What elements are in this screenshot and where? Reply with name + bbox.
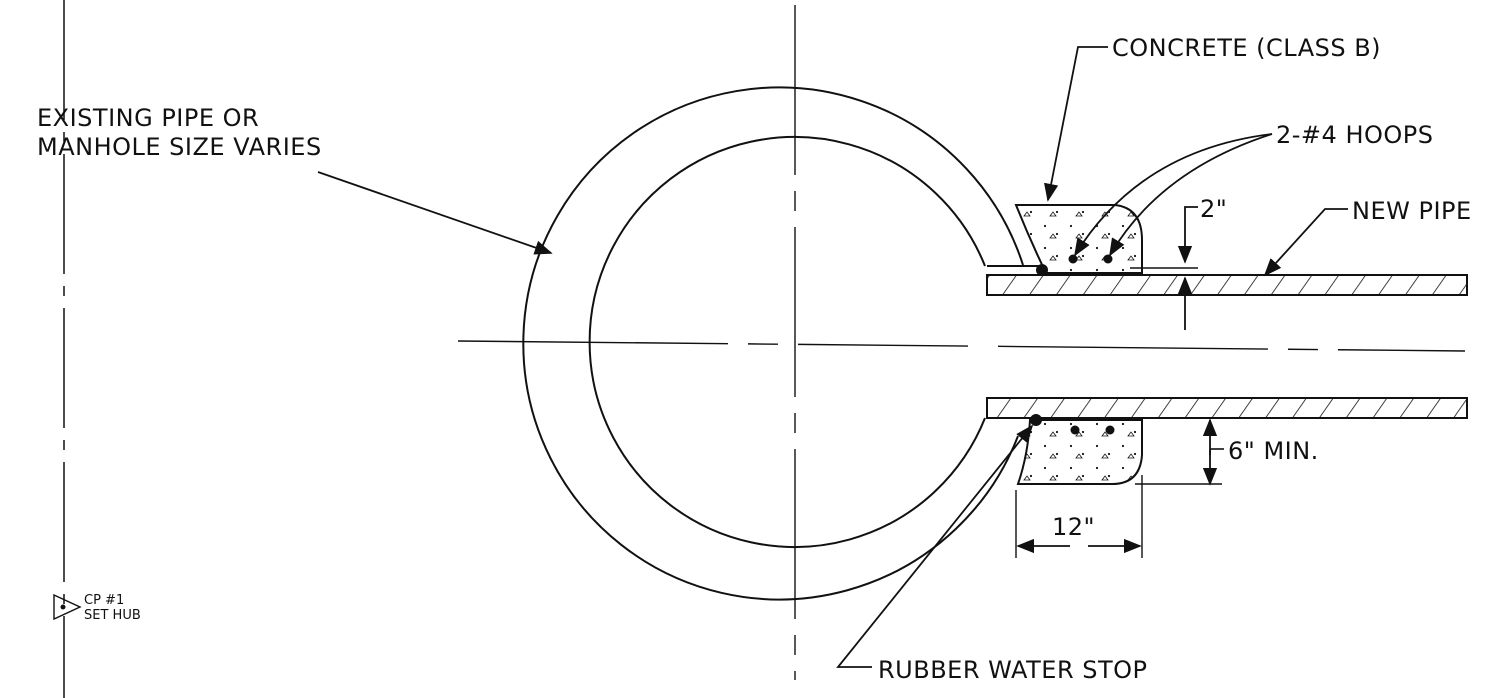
leader-concrete bbox=[1044, 46, 1108, 202]
new-pipe-top-wall bbox=[986, 274, 1468, 296]
hoop-bar bbox=[1105, 425, 1115, 435]
label-concrete: CONCRETE (CLASS B) bbox=[1112, 34, 1381, 62]
leader-hoops bbox=[1074, 133, 1273, 257]
leader-hoops bbox=[1109, 133, 1273, 257]
rubber-water-stop-bottom bbox=[1030, 414, 1042, 426]
horizontal-centerline bbox=[457, 340, 1466, 352]
outer-pipe-wall bbox=[522, 86, 1024, 601]
leader-existing-pipe bbox=[317, 171, 553, 255]
label-dim-6-min: 6" MIN. bbox=[1228, 437, 1319, 465]
dimension-2-inch bbox=[1130, 206, 1198, 330]
label-cp-line2: SET HUB bbox=[84, 608, 141, 623]
dimension-6-inch-min bbox=[1135, 418, 1224, 486]
concrete-collar-bottom bbox=[1016, 419, 1143, 485]
cp-hub-symbol bbox=[53, 593, 82, 621]
hoop-bar bbox=[1068, 254, 1078, 264]
label-existing-pipe-line2: MANHOLE SIZE VARIES bbox=[37, 133, 322, 161]
label-rubber-water-stop: RUBBER WATER STOP bbox=[878, 656, 1148, 684]
label-dim-2: 2" bbox=[1200, 195, 1227, 223]
label-new-pipe: NEW PIPE bbox=[1352, 197, 1472, 225]
new-pipe bbox=[986, 265, 1468, 419]
label-dim-12: 12" bbox=[1052, 513, 1095, 541]
rubber-water-stop-top bbox=[1036, 264, 1048, 276]
inner-pipe-wall bbox=[588, 136, 986, 548]
dimension-12-inch bbox=[1015, 475, 1143, 558]
concrete-collar-top bbox=[1014, 204, 1143, 274]
new-pipe-bottom-wall bbox=[986, 397, 1468, 419]
hoop-bar bbox=[1070, 425, 1080, 435]
leader-rubber-water-stop bbox=[836, 424, 1034, 668]
hoop-bar bbox=[1103, 254, 1113, 264]
label-existing-pipe-line1: EXISTING PIPE OR bbox=[37, 104, 259, 132]
leader-new-pipe bbox=[1263, 208, 1348, 277]
label-cp-line1: CP #1 bbox=[84, 593, 124, 608]
label-hoops: 2-#4 HOOPS bbox=[1276, 121, 1433, 149]
